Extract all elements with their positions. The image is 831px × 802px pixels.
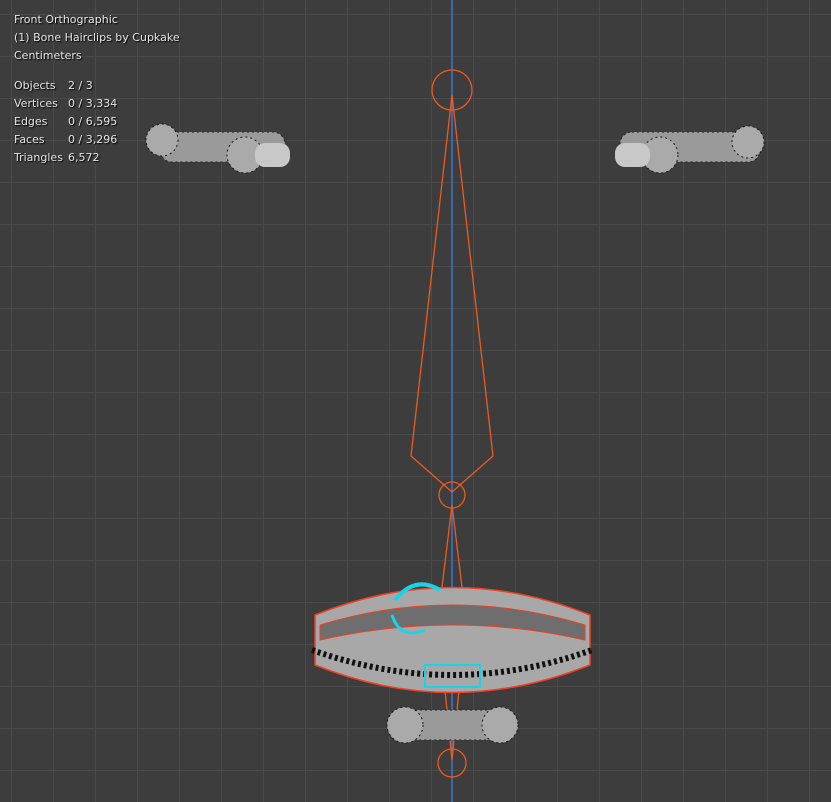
stat-value: 6,572 xyxy=(68,151,100,164)
stat-value: 0 / 6,595 xyxy=(68,115,118,128)
stat-triangles: Triangles 6,572 xyxy=(14,149,180,167)
viewport-info-overlay: Front Orthographic (1) Bone Hairclips by… xyxy=(14,11,180,167)
stat-label: Objects xyxy=(14,79,56,92)
units-label: Centimeters xyxy=(14,49,82,62)
stat-label: Edges xyxy=(14,115,48,128)
armature-bone-upper[interactable] xyxy=(410,69,494,509)
collar-ring[interactable] xyxy=(310,582,594,694)
stat-faces: Faces 0 / 3,296 xyxy=(14,131,180,149)
stat-value: 0 / 3,334 xyxy=(68,97,118,110)
view-name: Front Orthographic xyxy=(14,13,118,26)
hairclip-bottom[interactable] xyxy=(386,706,519,744)
stat-objects: Objects 2 / 3 xyxy=(14,77,180,95)
stat-value: 0 / 3,296 xyxy=(68,133,118,146)
object-name: (1) Bone Hairclips by Cupkake xyxy=(14,31,180,44)
stat-edges: Edges 0 / 6,595 xyxy=(14,113,180,131)
stat-value: 2 / 3 xyxy=(68,79,93,92)
stat-label: Triangles xyxy=(14,151,63,164)
stat-label: Faces xyxy=(14,133,45,146)
stat-vertices: Vertices 0 / 3,334 xyxy=(14,95,180,113)
armature-bone-lower[interactable] xyxy=(437,504,467,778)
hairclip-right[interactable] xyxy=(615,125,765,174)
hairclip-left[interactable] xyxy=(145,123,290,174)
stat-label: Vertices xyxy=(14,97,58,110)
